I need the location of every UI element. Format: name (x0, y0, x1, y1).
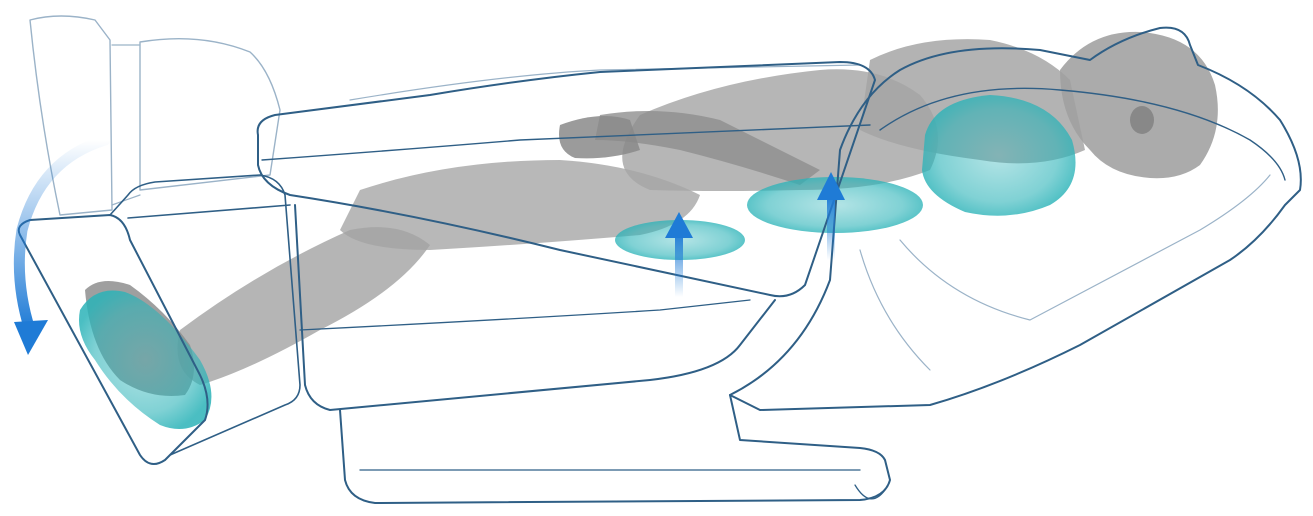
reclining-person (85, 32, 1218, 396)
